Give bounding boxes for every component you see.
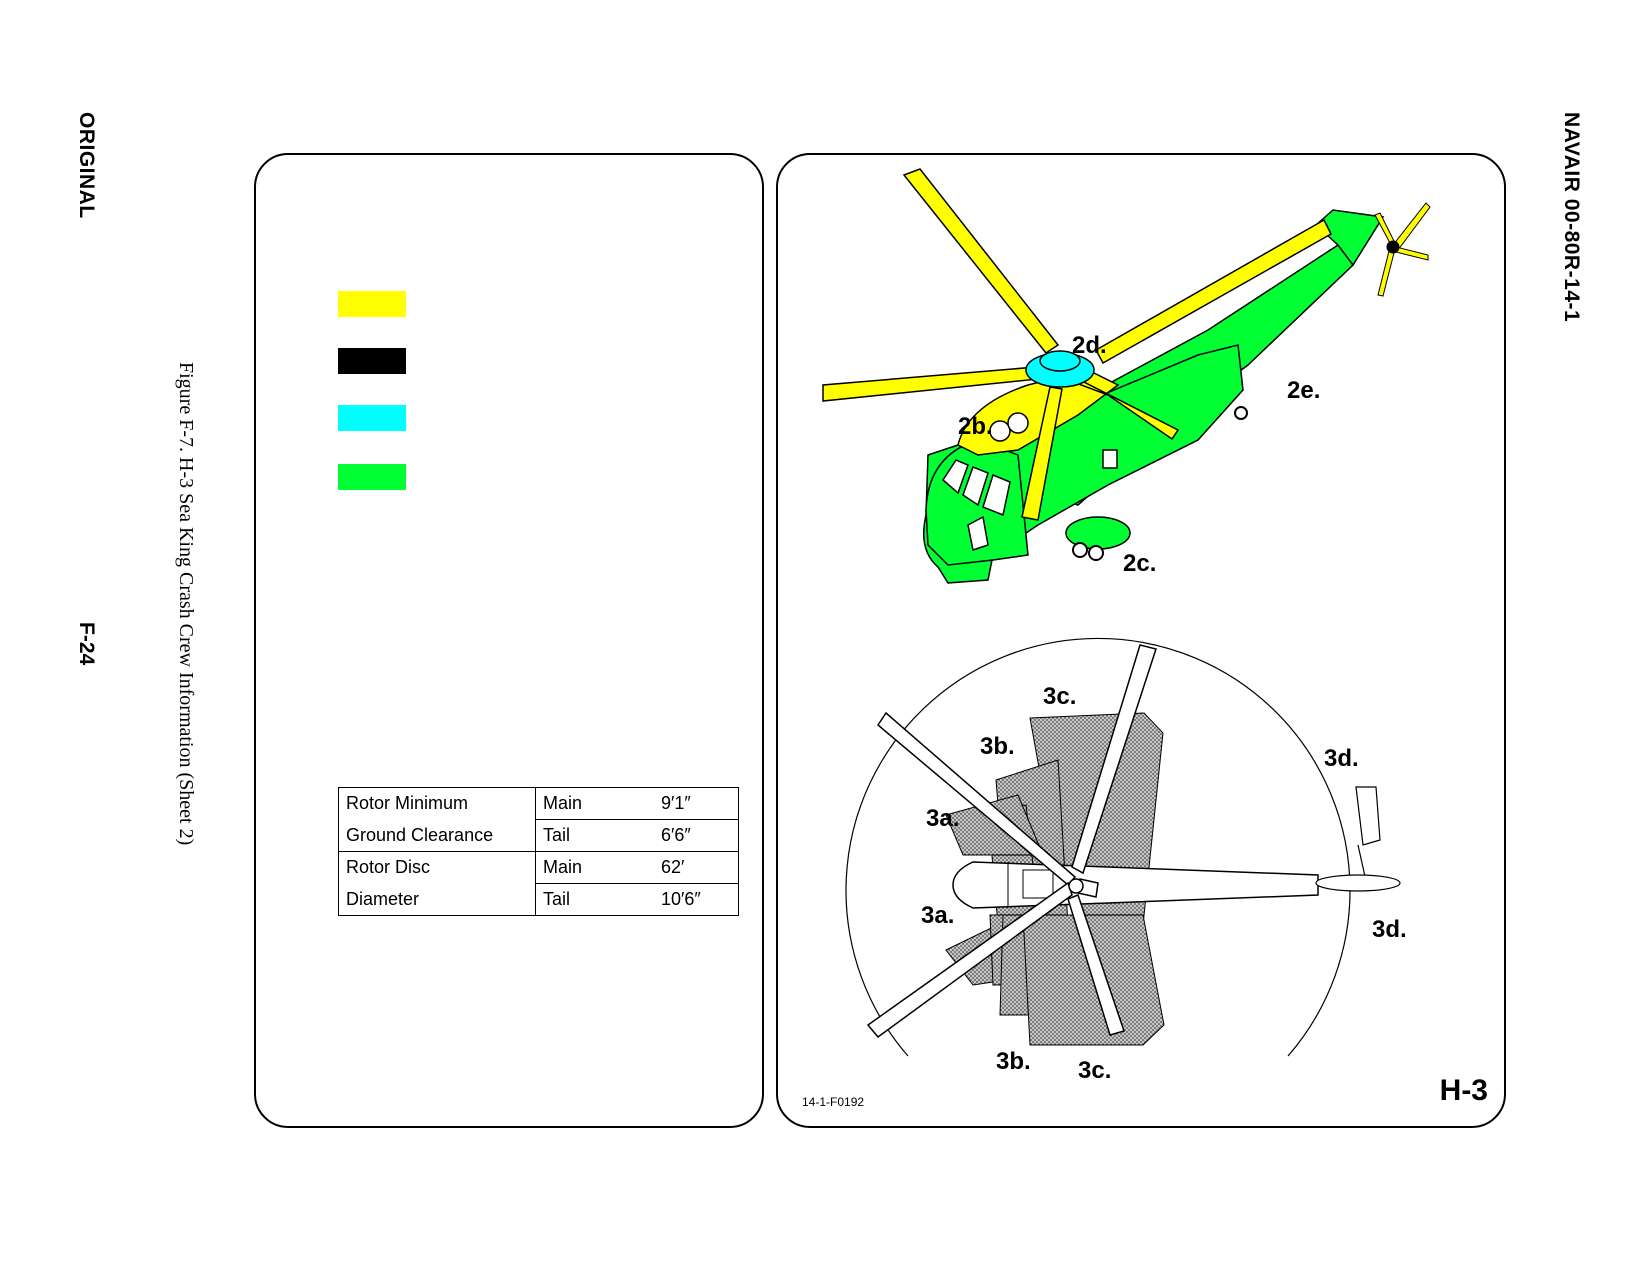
cyan-swatch	[338, 405, 406, 431]
helicopter-perspective-illustration	[822, 168, 1431, 584]
black-swatch	[338, 348, 406, 374]
rotor-hub-cap	[1039, 350, 1081, 372]
callout-2c: 2c.	[1123, 550, 1157, 577]
callout-3d-bottom: 3d.	[1372, 916, 1407, 943]
cockpit-window	[982, 473, 1011, 517]
callout-3a-bottom: 3a.	[921, 902, 955, 929]
callout-2e: 2e.	[1287, 377, 1321, 404]
green-swatch	[338, 464, 406, 490]
callout-3a-top: 3a.	[926, 805, 960, 832]
engine-intake	[989, 420, 1011, 442]
row-kind: Tail	[535, 819, 654, 852]
clearance-table: Rotor Minimum Main 9′1″ Ground Clearance…	[338, 787, 739, 916]
callout-3b-bottom: 3b.	[996, 1048, 1031, 1075]
tail-fin	[1314, 209, 1385, 267]
row-name: Diameter	[338, 883, 536, 916]
table-row: Rotor Disc Main 62′	[338, 851, 739, 884]
cockpit-top-view	[1022, 869, 1054, 899]
callout-3c-top: 3c.	[1043, 683, 1077, 710]
main-rotor-blades-top-view	[866, 644, 1157, 1039]
engine-intake	[1007, 412, 1029, 434]
callout-2b: 2b.	[958, 413, 993, 440]
cockpit-window	[962, 466, 989, 507]
legend-panel: Rotor Minimum Main 9′1″ Ground Clearance…	[254, 153, 764, 1128]
table-row: Diameter Tail 10′6″	[338, 883, 739, 916]
cockpit-window	[942, 459, 969, 495]
row-value: 10′6″	[654, 883, 739, 916]
main-rotor-blades	[822, 168, 1332, 521]
yellow-swatch	[338, 291, 406, 317]
diagram-panel: 2d. 2e. 2b. 2c. 3c. 3b. 3d. 3a. 3a. 3d. …	[776, 153, 1506, 1128]
main-wheel	[1072, 542, 1088, 558]
top-view-diagram	[845, 637, 1401, 1057]
callout-3c-bottom: 3c.	[1078, 1057, 1112, 1084]
document-status: ORIGINAL	[75, 112, 98, 219]
table-row: Ground Clearance Tail 6′6″	[338, 819, 739, 852]
callout-2d: 2d.	[1072, 332, 1107, 359]
callout-3d-top: 3d.	[1324, 745, 1359, 772]
figure-id: 14-1-F0192	[802, 1095, 865, 1109]
row-name: Ground Clearance	[338, 819, 536, 852]
document-number: NAVAIR 00-80R-14-1	[1560, 112, 1583, 323]
row-kind: Main	[535, 787, 654, 820]
row-value: 6′6″	[654, 819, 739, 852]
row-kind: Tail	[535, 883, 654, 916]
row-value: 62′	[654, 851, 739, 884]
tail-rotor	[1374, 202, 1431, 297]
row-value: 9′1″	[654, 787, 739, 820]
row-name: Rotor Disc	[338, 851, 536, 884]
callout-3b-top: 3b.	[980, 733, 1015, 760]
model-label: H-3	[1439, 1074, 1488, 1107]
page-number: F-24	[75, 622, 98, 666]
row-kind: Main	[535, 851, 654, 884]
tail-fin-top-view	[1355, 786, 1381, 846]
tail-rotor-disc	[1315, 874, 1401, 892]
cabin-window	[1102, 449, 1118, 469]
rotor-hub-top-view	[1068, 878, 1084, 894]
row-name: Rotor Minimum	[338, 787, 536, 820]
main-wheel	[1088, 545, 1104, 561]
tail-wheel	[1234, 406, 1248, 420]
table-row: Rotor Minimum Main 9′1″	[338, 787, 739, 820]
figure-caption: Figure F-7. H-3 Sea King Crash Crew Info…	[175, 362, 197, 846]
side-window	[967, 515, 989, 551]
